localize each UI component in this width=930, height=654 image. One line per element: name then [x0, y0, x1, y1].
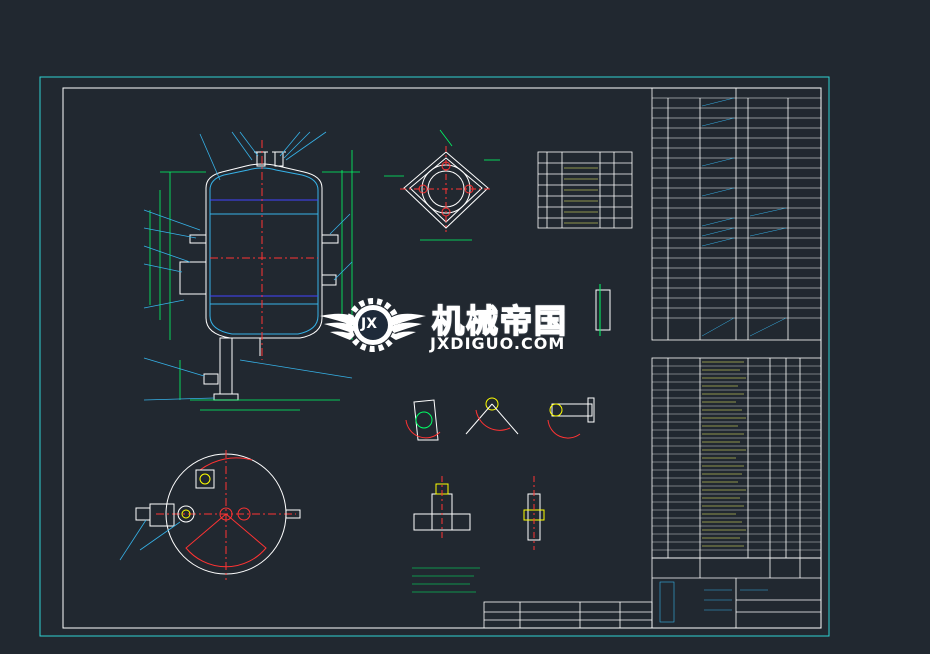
watermark: JX 机械帝国 JXDIGUO.COM	[318, 290, 618, 360]
flange-dimensions	[384, 129, 500, 241]
detail-view-e	[523, 476, 545, 550]
nameplate-bracket	[595, 284, 611, 336]
vessel-plan-view	[135, 450, 301, 580]
nozzle-schedule-table	[537, 151, 633, 229]
outer-sheet-border	[39, 76, 830, 637]
detail-view-c	[547, 397, 595, 439]
watermark-logo-letters: JX	[361, 316, 378, 332]
detail-view-b	[465, 397, 519, 435]
watermark-title-en: JXDIGUO.COM	[430, 334, 566, 353]
flange-detail-view	[400, 146, 492, 232]
parts-list-text-strokes	[702, 361, 746, 547]
winged-gear-icon	[320, 298, 426, 352]
detail-view-a	[405, 399, 441, 441]
design-data-table	[651, 87, 822, 341]
vessel-leader-lines	[143, 131, 353, 401]
detail-view-d	[413, 476, 471, 540]
technical-notes	[412, 567, 480, 593]
vessel-elevation-view	[179, 140, 339, 401]
revision-block	[483, 601, 653, 629]
title-block	[651, 557, 822, 629]
vessel-dimensions	[149, 150, 360, 411]
title-block-emblem	[659, 581, 768, 623]
nozzle-table-fill	[564, 167, 598, 224]
watermark-title-cn: 机械帝国	[431, 301, 569, 341]
parts-list-table	[651, 357, 822, 559]
plan-view-leaders	[119, 519, 181, 561]
design-table-hatching	[701, 97, 787, 337]
design-table-rows	[652, 97, 821, 319]
parts-list-rows	[652, 365, 821, 551]
